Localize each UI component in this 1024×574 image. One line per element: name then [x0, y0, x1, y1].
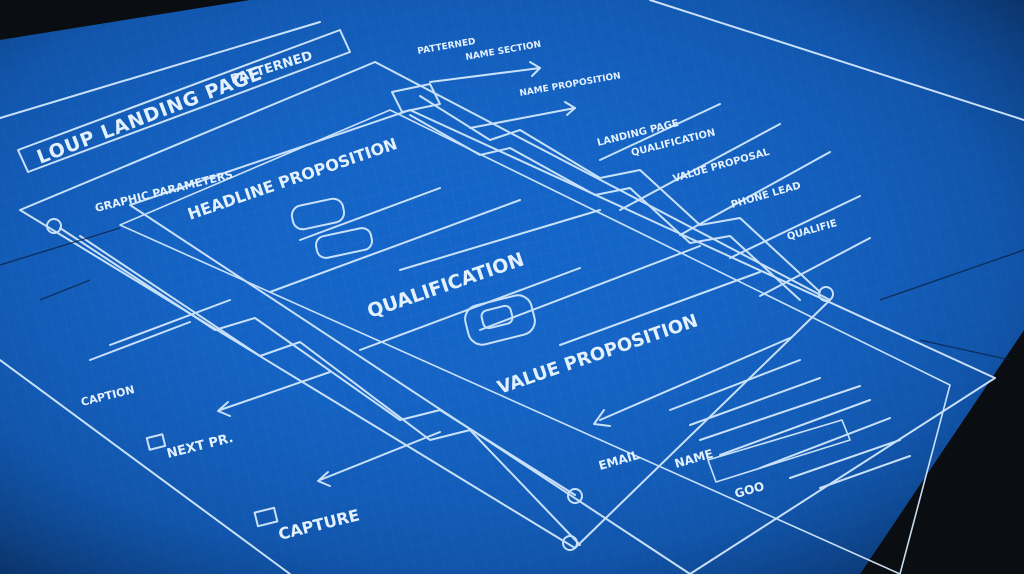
- touch-icon: [464, 294, 536, 346]
- arrow-head: [529, 61, 541, 77]
- headline-line: [299, 187, 441, 241]
- capture-arrow-head: [317, 471, 331, 487]
- value-line: [789, 439, 901, 479]
- arrow-line: [429, 67, 541, 83]
- connector-rail-c: [419, 95, 821, 293]
- value-line: [819, 455, 911, 489]
- left-leader: [109, 299, 231, 346]
- left-arrow-line: [219, 371, 331, 411]
- leader-line: [599, 103, 721, 161]
- device-icon: [290, 197, 374, 259]
- node-circle: [562, 535, 578, 551]
- form-field-box: [707, 419, 851, 483]
- leader-line: [759, 237, 871, 297]
- content-panel: [119, 109, 951, 574]
- left-leader: [89, 321, 191, 361]
- arrow-head: [564, 101, 576, 116]
- checkbox-icon: [253, 506, 279, 528]
- leader-line: [619, 123, 781, 211]
- frame-line-right: [649, 0, 1024, 121]
- qualification-line: [559, 271, 761, 346]
- qualification-line: [479, 245, 701, 331]
- value-line: [669, 359, 801, 411]
- header-icon: [391, 83, 441, 113]
- title-box: [17, 29, 351, 173]
- node-circle: [567, 488, 583, 504]
- edge-streak: [919, 339, 1011, 361]
- headline-line: [399, 209, 601, 271]
- leader-line: [729, 195, 861, 259]
- value-line: [719, 399, 871, 456]
- frame-line-left: [0, 359, 291, 574]
- capture-arrow-line: [319, 431, 441, 481]
- value-arrow-head: [593, 409, 611, 427]
- leader-line: [679, 151, 831, 236]
- edge-streak: [39, 279, 91, 301]
- node-circle: [46, 218, 62, 234]
- value-arrow-line: [599, 337, 791, 421]
- headline-line: [269, 199, 521, 293]
- value-line: [759, 417, 891, 469]
- arrow-line: [469, 107, 576, 129]
- edge-streak: [879, 249, 1024, 301]
- connector-rail-a: [59, 227, 576, 496]
- edge-streak: [0, 227, 121, 266]
- checkbox-icon: [145, 433, 167, 451]
- value-line: [699, 385, 861, 441]
- connector-rail-b: [79, 235, 581, 546]
- frame-line-top: [0, 21, 321, 119]
- connector-rail-d: [409, 114, 801, 301]
- left-arrow-head: [217, 401, 231, 417]
- node-circle: [818, 286, 834, 302]
- value-line: [689, 377, 821, 426]
